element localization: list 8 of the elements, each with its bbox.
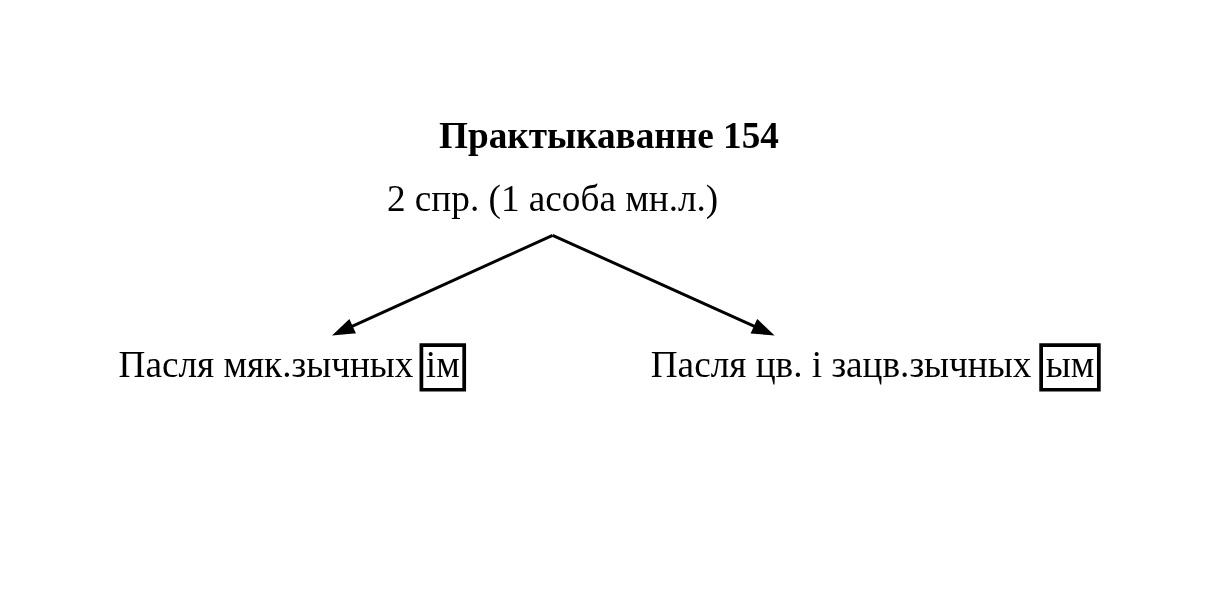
arrow bbox=[552, 233, 775, 336]
node-text: Пасля мяк.зычных bbox=[118, 343, 414, 385]
node-text: 2 спр. (1 асоба мн.л.) bbox=[386, 177, 719, 219]
diagram-title: Практыкаванне 154 bbox=[439, 114, 779, 156]
node-box: ім bbox=[419, 342, 467, 392]
node-text: Пасля цв. і зацв.зычных bbox=[650, 343, 1032, 385]
node-box: ым bbox=[1039, 342, 1101, 392]
arrow bbox=[332, 233, 554, 336]
